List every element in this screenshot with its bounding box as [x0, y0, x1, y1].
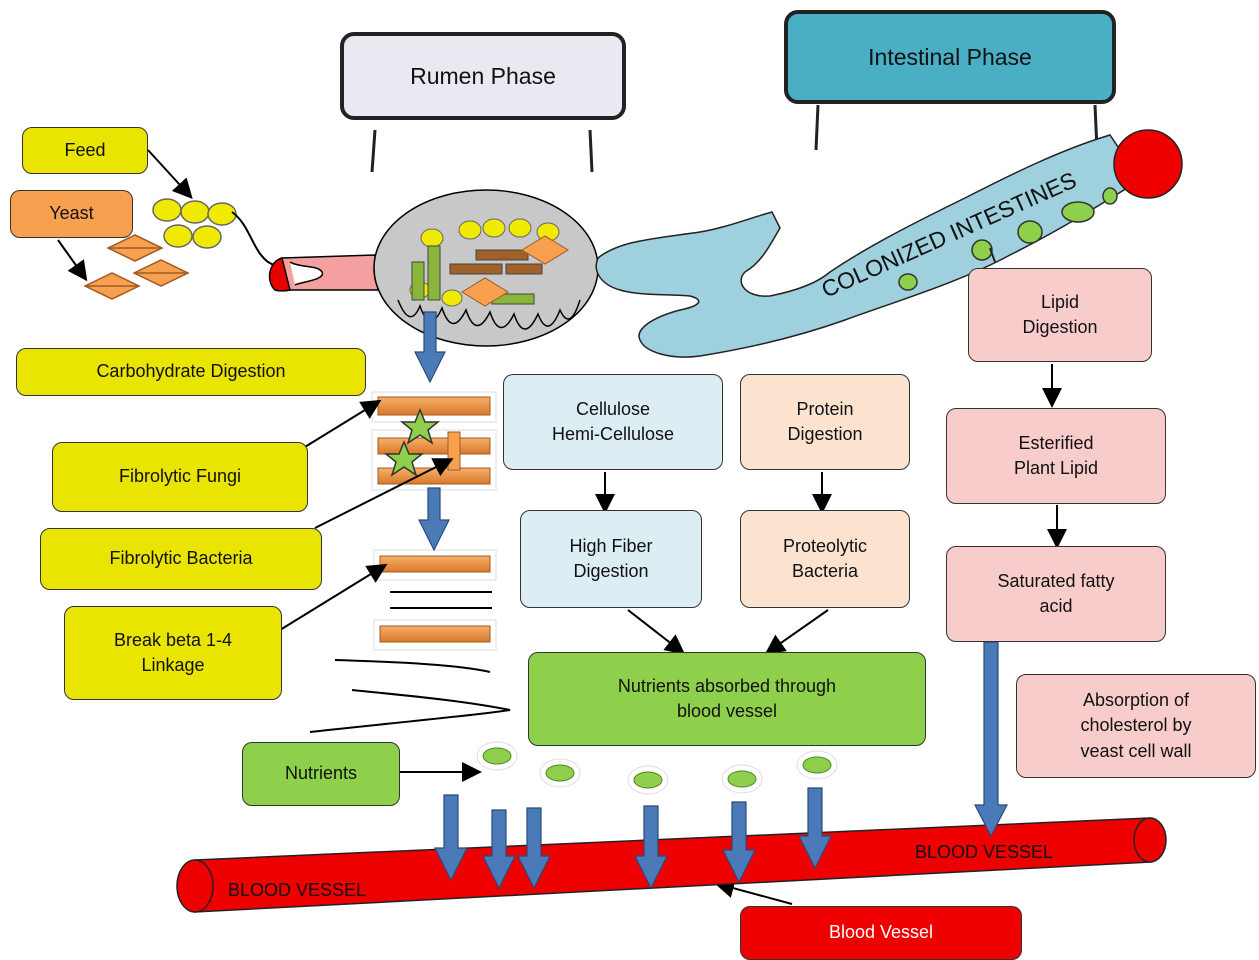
cholesterol-absorption-box: Absorption of cholesterol by veast cell …: [1016, 674, 1256, 778]
lipid-digestion-box: Lipid Digestion: [968, 268, 1152, 362]
vessel-label-right: BLOOD VESSEL: [915, 842, 1053, 862]
nutrients-box: Nutrients: [242, 742, 400, 806]
esophagus: [231, 211, 379, 292]
proteolytic-bacteria-box: Proteolytic Bacteria: [740, 510, 910, 608]
high-fiber-digestion-box: High Fiber Digestion: [520, 510, 702, 608]
protein-digestion-box: Protein Digestion: [740, 374, 910, 470]
fibrolytic-bacteria-box: Fibrolytic Bacteria: [40, 528, 322, 590]
fibrolytic-fungi-box: Fibrolytic Fungi: [52, 442, 308, 512]
break-linkage-box: Break beta 1-4 Linkage: [64, 606, 282, 700]
carbohydrate-digestion-box: Carbohydrate Digestion: [16, 348, 366, 396]
yeast-diamonds: [83, 234, 190, 300]
blood-vessel-box: Blood Vessel: [740, 906, 1022, 960]
rumen-phase-header: Rumen Phase: [340, 32, 626, 120]
fiber-bars: [309, 391, 511, 733]
fungi-stars: [383, 408, 441, 477]
input-arrows: [57, 149, 193, 282]
saturated-fatty-acid-box: Saturated fatty acid: [946, 546, 1166, 642]
nutrients-absorbed-box: Nutrients absorbed through blood vessel: [528, 652, 926, 746]
intestinal-phase-header: Intestinal Phase: [784, 10, 1116, 104]
nutrient-pills: [476, 741, 838, 795]
pointer-lines: [279, 364, 1067, 905]
feed-pellets: [152, 198, 237, 249]
vessel-label-left: BLOOD VESSEL: [228, 880, 366, 900]
blood-vessel-shape: BLOOD VESSEL BLOOD VESSEL: [176, 817, 1167, 913]
feed-box: Feed: [22, 127, 148, 174]
blue-arrows: [414, 311, 1008, 890]
yeast-box: Yeast: [10, 190, 133, 238]
rumen-organ: [373, 189, 599, 347]
cellulose-box: Cellulose Hemi-Cellulose: [503, 374, 723, 470]
esterified-plant-lipid-box: Esterified Plant Lipid: [946, 408, 1166, 504]
